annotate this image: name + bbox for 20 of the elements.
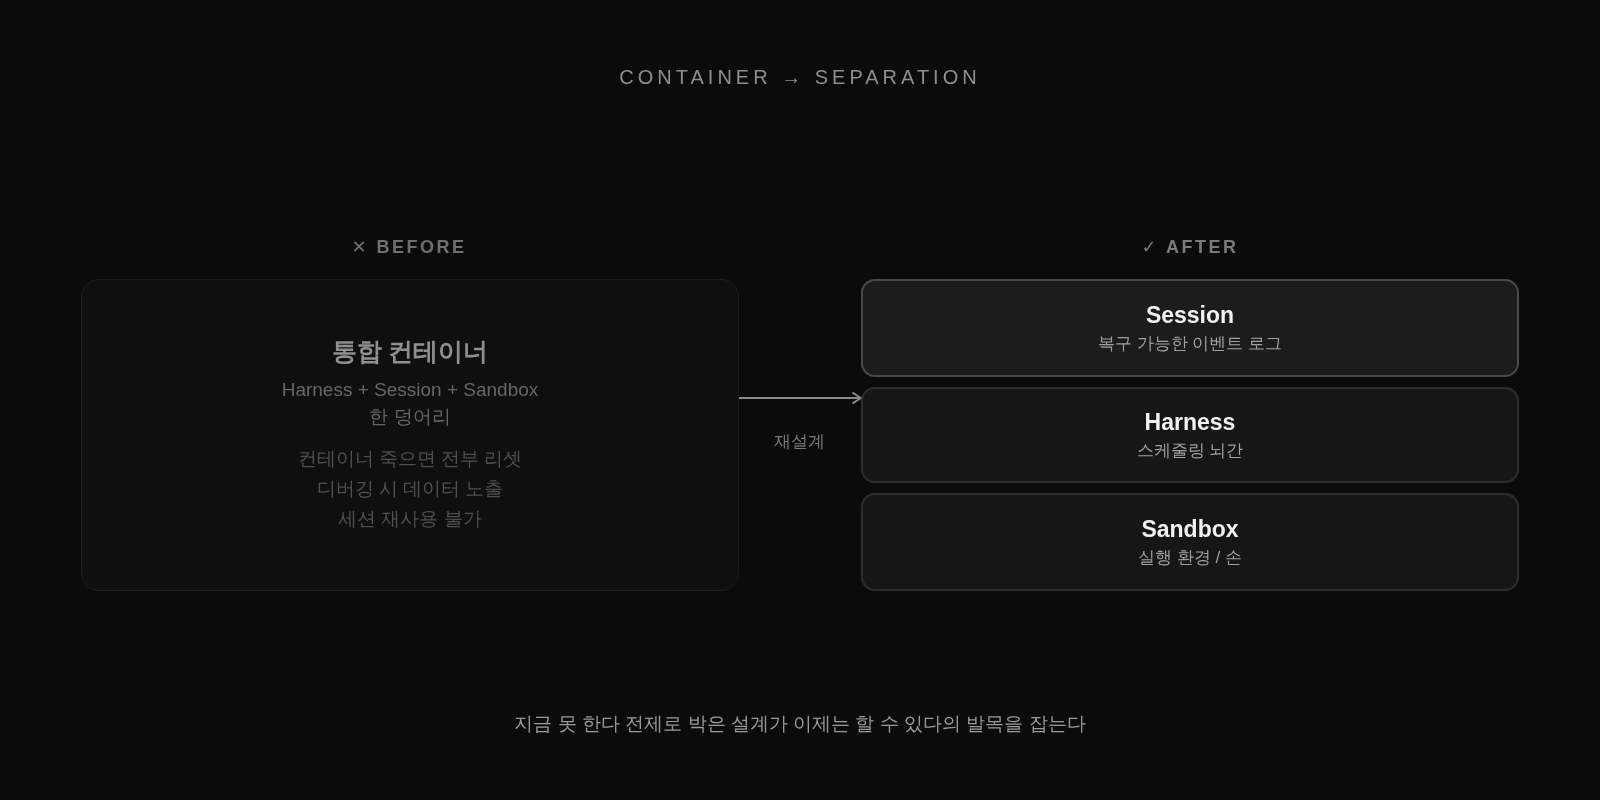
heading: 통합 컨테이너 bbox=[331, 336, 489, 366]
note: 디버깅 시 데이터 노출 bbox=[316, 477, 504, 501]
diagram-title: CONTAINER → SEPARATION bbox=[619, 65, 981, 90]
component-box bbox=[861, 387, 1519, 483]
heading: Sandbox bbox=[1141, 515, 1239, 543]
caption: 지금 못 한다 전제로 박은 설계가 이제는 할 수 있다의 발목을 잡는다 bbox=[514, 712, 1086, 736]
description: Harness + Session + Sandbox 한 덩어리 bbox=[280, 378, 540, 429]
component-box bbox=[861, 279, 1519, 377]
description: 복구 가능한 이벤트 로그 bbox=[1097, 333, 1283, 355]
section-heading: ✓ AFTER bbox=[1141, 236, 1239, 258]
section-heading: ✕ BEFORE bbox=[351, 236, 467, 258]
heading: Session bbox=[1145, 301, 1235, 329]
description: 스케줄링 뇌간 bbox=[1136, 440, 1244, 462]
note: 세션 재사용 불가 bbox=[338, 507, 482, 531]
note: 컨테이너 죽으면 전부 리셋 bbox=[297, 447, 523, 471]
container-box bbox=[81, 279, 739, 591]
arrow bbox=[738, 392, 862, 404]
heading: Harness bbox=[1144, 408, 1236, 436]
component-box bbox=[861, 493, 1519, 591]
description: 실행 환경 / 손 bbox=[1138, 547, 1242, 569]
